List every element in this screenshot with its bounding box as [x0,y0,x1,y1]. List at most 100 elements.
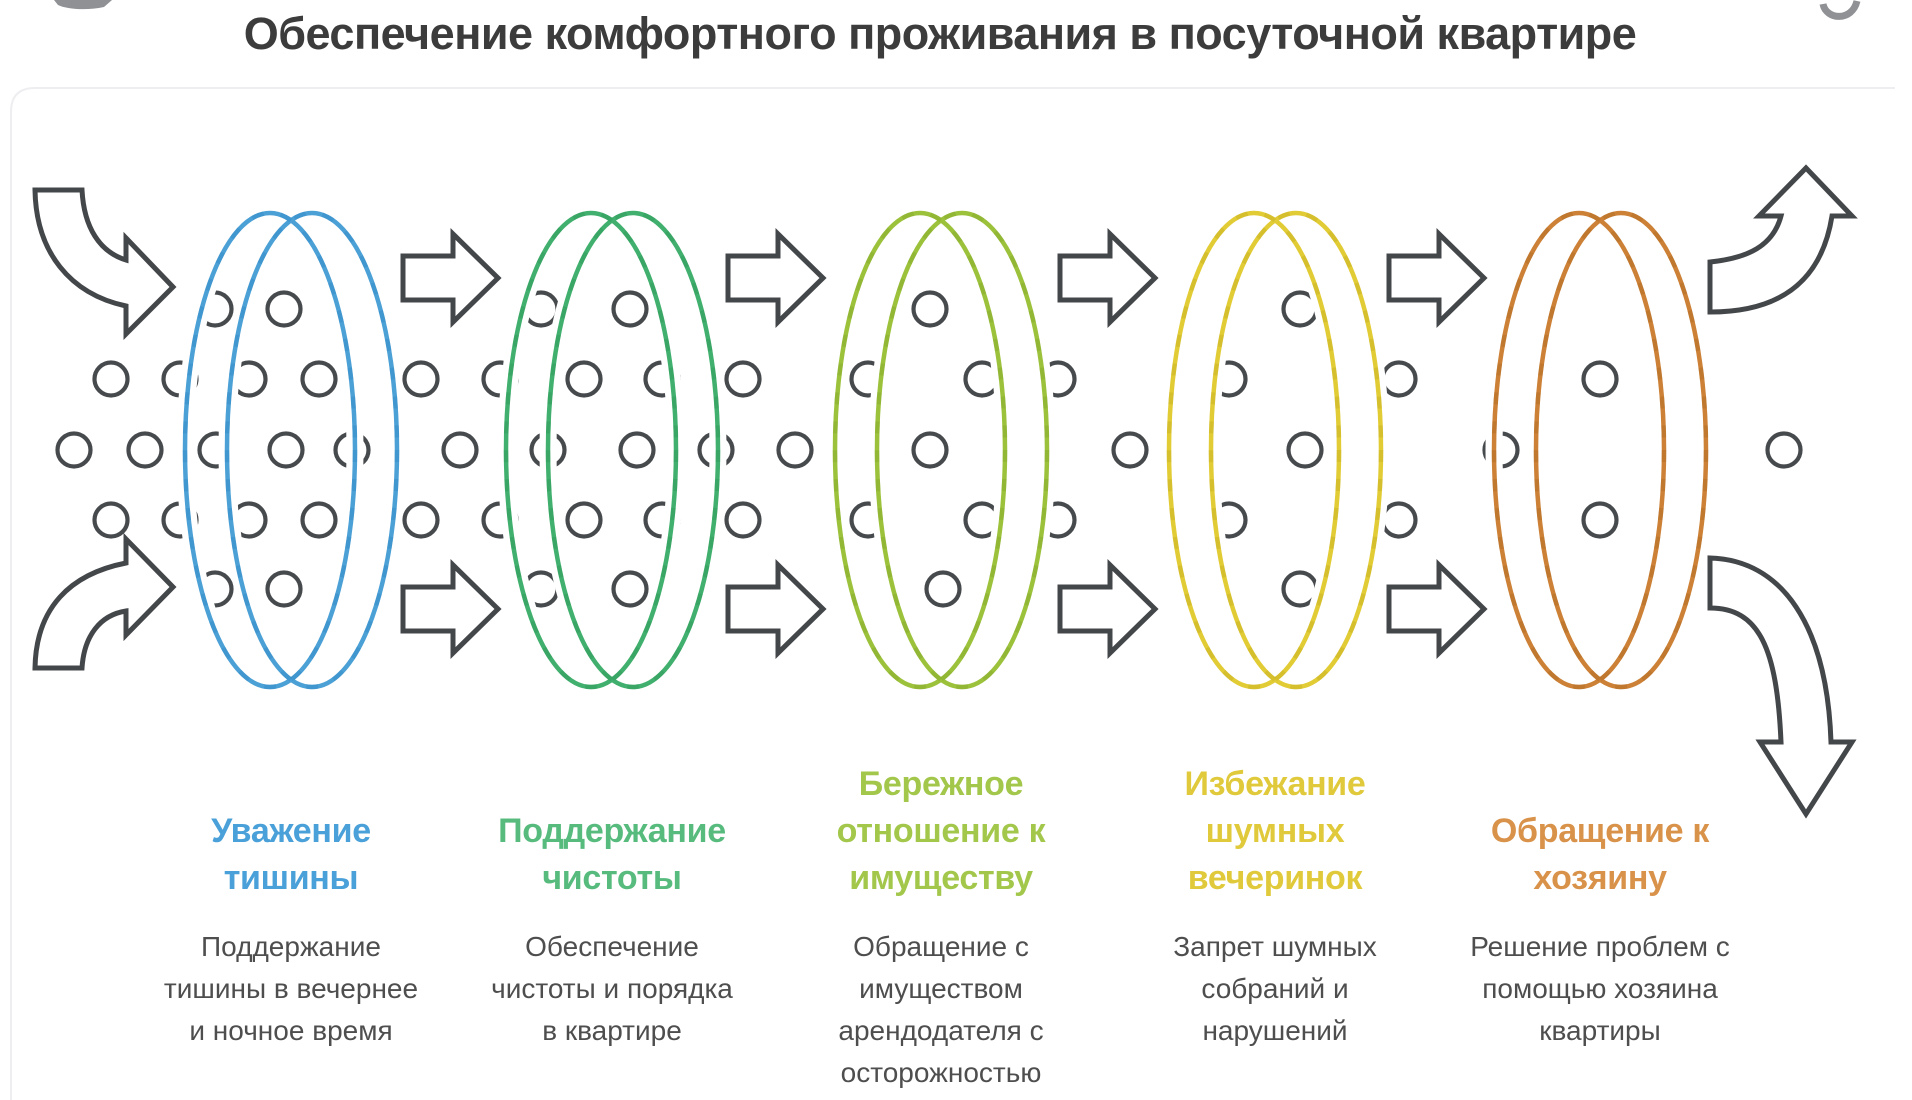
stage-ellipse-texture-contact-owner [1533,210,1709,690]
dot [265,570,303,608]
dot [565,360,603,398]
stage-heading-line: шумных [1205,812,1345,850]
stage-ellipse-respect-silence [224,210,400,690]
stage-description-line: чистоты и порядка [491,973,733,1004]
stage-description-line: Обеспечение [525,931,699,962]
dot [402,501,440,539]
dot [402,360,440,398]
dot [300,360,338,398]
stage-heading-respect-silence: Уважение тишины [141,752,441,902]
stage-description-line: осторожностью [840,1057,1042,1088]
stage-description-contact-owner: Решение проблем с помощью хозяина квартиры [1450,926,1750,1052]
stage-description-line: Поддержание [201,931,381,962]
stage-ellipse-respect-silence [182,210,358,690]
cropped-toolbar-icon [54,0,112,10]
stage-heading-avoid-parties: Избежание шумных вечеринок [1125,752,1425,902]
flow-arrow-lower [400,559,502,659]
flow-arrow-upper [725,228,827,328]
stage-description-line: Решение проблем с [1470,931,1730,962]
stage-ellipse-texture-careful-property [874,210,1050,690]
dot [776,431,814,469]
stage-ellipse-texture-respect-silence [224,210,400,690]
stage-ellipse-texture-avoid-parties [1166,210,1342,690]
stage-description-line: Обращение с [853,931,1029,962]
flow-arrow-upper [1386,228,1488,328]
stage-ellipse-careful-property [832,210,1008,690]
stage-heading-line: вечеринок [1187,859,1363,897]
dot [1286,431,1324,469]
dot [1380,501,1418,539]
stage-heading-line: имуществу [849,859,1033,897]
stage-heading-line: Избежание [1184,765,1366,803]
stage-description-line: помощью хозяина [1482,973,1718,1004]
stage-ellipse-careful-property [874,210,1050,690]
stage-heading-contact-owner: Обращение к хозяину [1450,752,1750,902]
dot [300,501,338,539]
stage-description-line: Запрет шумных [1173,931,1377,962]
entry-arrow-bottom [32,532,177,671]
dot [126,431,164,469]
stage-description-line: квартиры [1539,1015,1661,1046]
dot [911,290,949,328]
cropped-refresh-icon [1819,0,1861,20]
stage-description-line: тишины в вечернее [163,973,419,1004]
flow-arrow-lower [725,559,827,659]
flow-arrow-lower [1057,559,1159,659]
dot [92,360,130,398]
stage-ellipse-avoid-parties [1208,210,1384,690]
stage-heading-line: Бережное [858,765,1024,803]
dot [1581,360,1619,398]
stage-heading-keep-clean: Поддержание чистоты [462,752,762,902]
stage-ellipse-avoid-parties [1166,210,1342,690]
flow-arrow-upper [1057,228,1159,328]
exit-arrow-bottom [1707,555,1857,819]
stage-ellipse-texture-contact-owner [1491,210,1667,690]
dot [611,570,649,608]
dot [55,431,93,469]
stage-heading-line: хозяину [1533,859,1667,897]
dot [441,431,479,469]
stage-heading-line: Уважение [211,812,371,850]
stage-ellipse-texture-careful-property [832,210,1008,690]
dot [1380,360,1418,398]
stage-description-line: в квартире [542,1015,682,1046]
stage-heading-line: Обращение к [1490,812,1710,850]
stage-heading-line: чистоты [542,859,682,897]
stage-ellipse-texture-respect-silence [182,210,358,690]
stage-ellipse-texture-keep-clean [545,210,721,690]
exit-arrow-top [1707,164,1858,315]
dot [618,431,656,469]
stage-description-line: собраний и [1201,973,1349,1004]
dot [267,431,305,469]
stage-ellipse-keep-clean [503,210,679,690]
stage-description-keep-clean: Обеспечение чистоты и порядка в квартире [462,926,762,1052]
stage-description-line: имуществом [859,973,1023,1004]
stage-description-line: и ночное время [189,1015,393,1046]
page-title: Обеспечение комфортного проживания в пос… [243,8,1637,59]
card-edge [10,87,1895,1100]
stage-description-respect-silence: Поддержание тишины в вечернее и ночное вре… [141,926,441,1052]
dot [1581,501,1619,539]
dot [1111,431,1149,469]
stage-ellipse-contact-owner [1491,210,1667,690]
dot [724,501,762,539]
stage-ellipse-keep-clean [545,210,721,690]
flow-arrow-lower [1386,559,1488,659]
dot [92,501,130,539]
stage-heading-line: отношение к [836,812,1046,850]
stage-heading-line: Поддержание [498,812,726,850]
dot [265,290,303,328]
stage-heading-line: тишины [223,859,359,897]
dot [911,431,949,469]
entry-arrow-top [32,187,177,341]
flow-arrow-upper [400,228,502,328]
